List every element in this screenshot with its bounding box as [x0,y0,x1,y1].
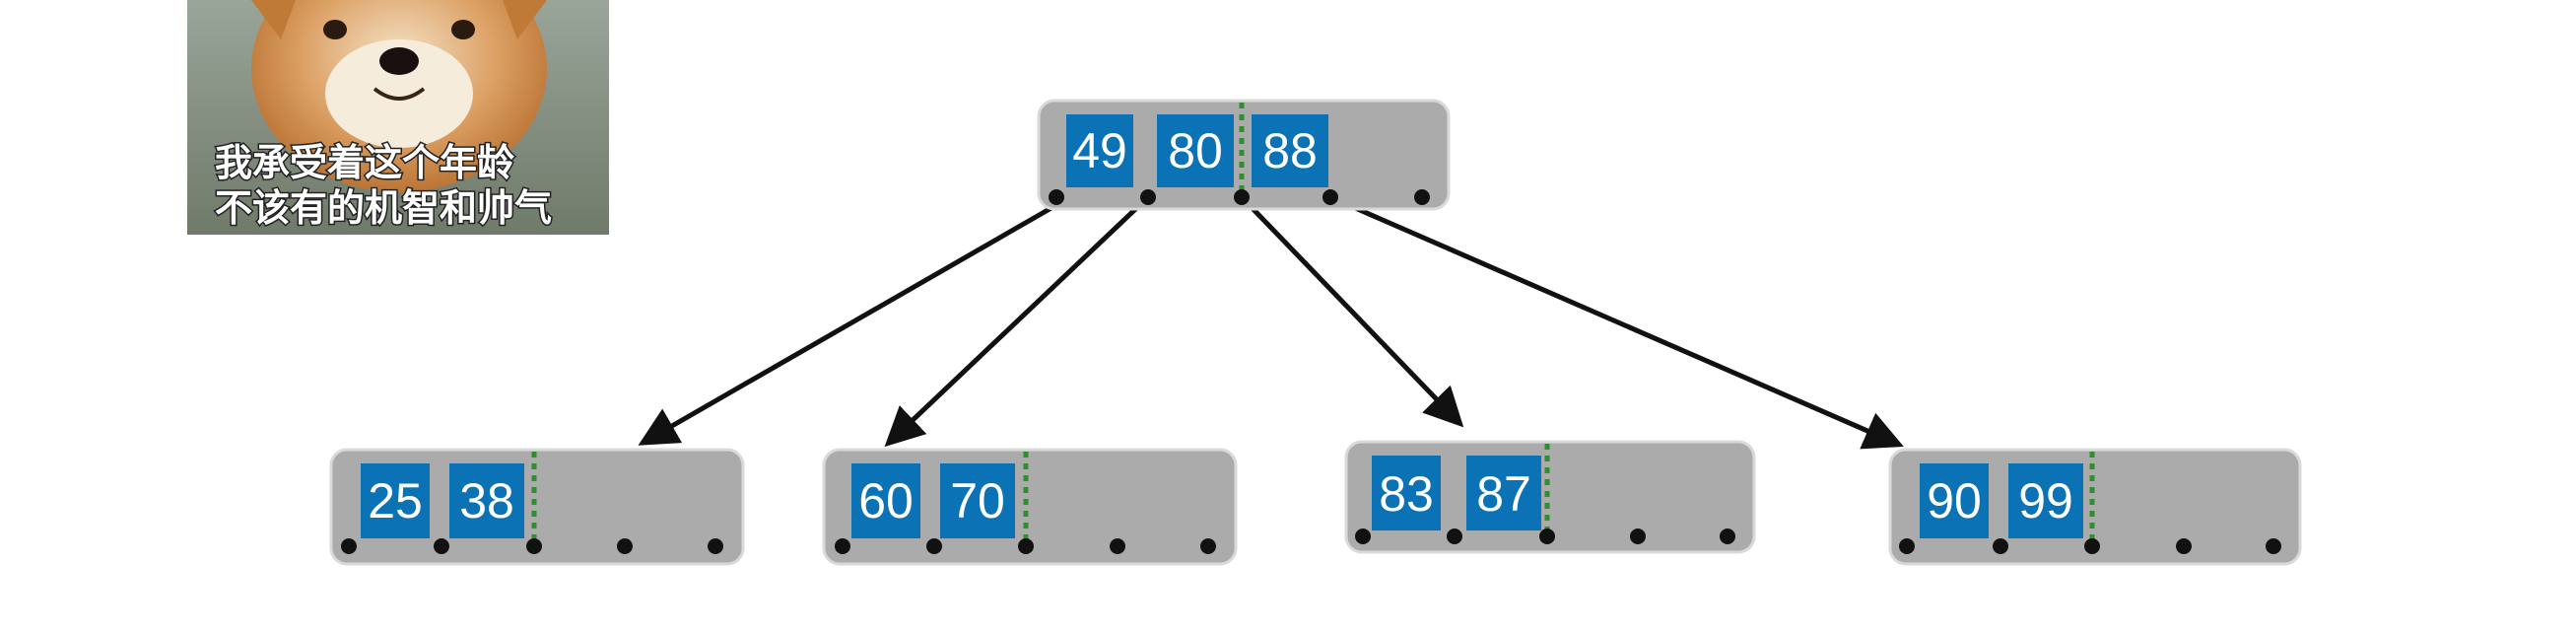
child-2-key-1: 60 [851,463,920,538]
child-1-key-1: 25 [361,463,430,538]
shiba-dog-icon [251,0,547,192]
child-1-pointer-1 [341,538,357,554]
child-1-key-2-label: 38 [459,473,514,529]
child-3-pointer-4 [1630,529,1646,544]
child-4-pointer-1 [1899,538,1915,554]
root-pointer-1 [1049,189,1064,205]
root-pointer-2 [1140,189,1156,205]
edge-root-to-child-2 [884,195,1150,448]
child-3-key-1-label: 83 [1379,466,1434,522]
root-key-1: 49 [1066,114,1133,187]
root-key-2: 80 [1157,114,1234,187]
child-4-key-1-label: 90 [1927,473,1982,529]
meme-caption-line2: 不该有的机智和帅气 [215,186,552,230]
child-3-pointer-2 [1447,529,1462,544]
child-1-pointer-3 [526,538,542,554]
root-key-2-label: 80 [1168,123,1223,178]
child-2-pointer-2 [926,538,942,554]
child-2-key-1-label: 60 [858,473,914,529]
tree-edges [638,194,1904,450]
child-3-key-2: 87 [1466,456,1541,530]
root-pointer-3 [1234,189,1250,205]
child-1-key-1-label: 25 [368,473,423,529]
child-1-key-2: 38 [449,463,524,538]
edge-root-to-child-1 [638,202,1058,446]
child-2-pointer-3 [1018,538,1034,554]
child-4-pointer-5 [2266,538,2281,554]
child-2-key-2: 70 [940,463,1015,538]
child-2-pointer-5 [1200,538,1216,554]
child-4-key-1: 90 [1920,463,1989,538]
root-key-3: 88 [1252,114,1328,187]
child-1-pointer-4 [617,538,633,554]
child-node-1: 25 38 [329,448,745,566]
meme-caption-line1: 我承受着这个年龄 [215,141,514,184]
child-4-key-2: 99 [2008,463,2083,538]
root-node: 49 80 88 [1037,99,1451,211]
child-1-pointer-5 [708,538,723,554]
child-4-pointer-4 [2176,538,2192,554]
root-pointer-5 [1414,189,1430,205]
child-4-pointer-2 [1993,538,2008,554]
child-node-4: 90 99 [1888,448,2302,566]
child-3-key-1: 83 [1372,456,1441,530]
child-4-key-2-label: 99 [2018,473,2073,529]
child-3-key-2-label: 87 [1476,466,1531,522]
child-node-3: 83 87 [1344,440,1756,554]
root-pointer-4 [1322,189,1338,205]
child-1-pointer-2 [434,538,449,554]
child-3-pointer-3 [1539,529,1555,544]
edge-root-to-child-3 [1240,195,1464,428]
child-2-pointer-1 [835,538,850,554]
child-node-2: 60 70 [822,448,1238,566]
child-2-key-2-label: 70 [950,473,1005,529]
child-3-pointer-5 [1720,529,1735,544]
meme-image: 我承受着这个年龄 不该有的机智和帅气 [187,0,609,235]
root-key-3-label: 88 [1262,123,1318,178]
child-2-pointer-4 [1110,538,1125,554]
edge-root-to-child-4 [1329,194,1904,450]
child-3-pointer-1 [1355,529,1371,544]
root-key-1-label: 49 [1072,123,1127,178]
child-4-pointer-3 [2084,538,2100,554]
